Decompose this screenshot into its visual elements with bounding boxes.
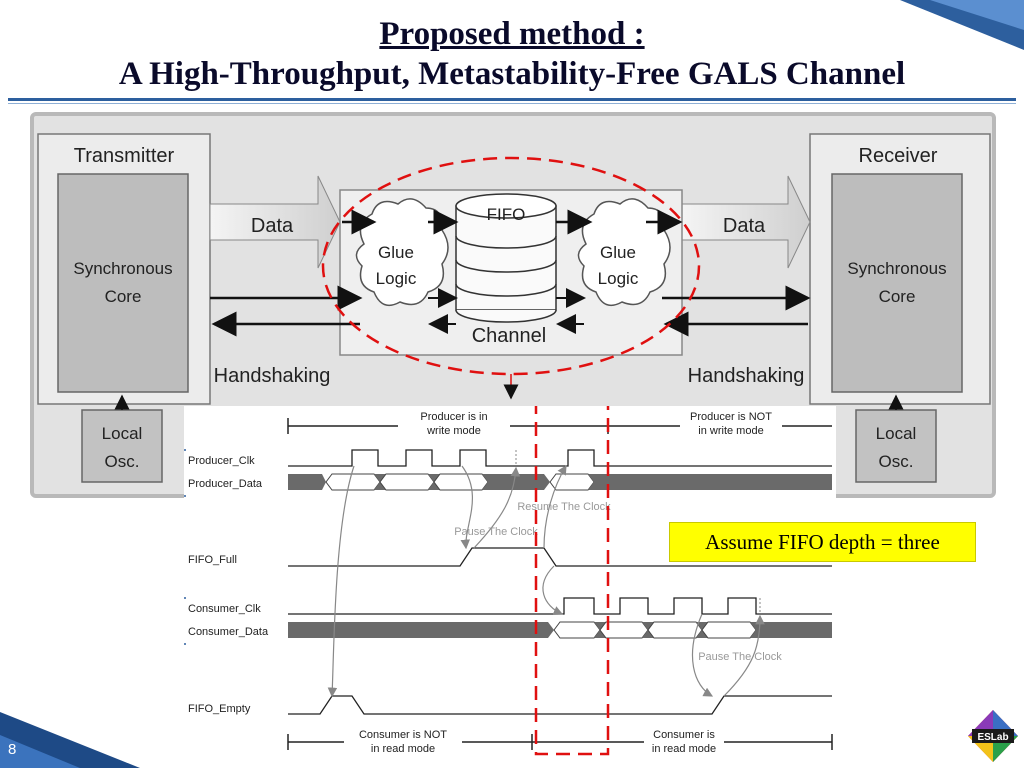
svg-text:in read mode: in read mode	[371, 743, 435, 755]
glue-logic-right: Glue Logic	[577, 198, 671, 307]
fifo-cylinder: FIFO	[455, 193, 557, 323]
svg-text:Synchronous: Synchronous	[73, 259, 172, 278]
svg-text:Osc.: Osc.	[105, 452, 140, 471]
title-divider-thin	[8, 103, 1016, 104]
svg-text:Data: Data	[251, 215, 294, 237]
slide-title: Proposed method : A High-Throughput, Met…	[0, 14, 1024, 94]
receiver-core	[831, 173, 963, 393]
svg-text:Producer is in: Producer is in	[420, 411, 487, 423]
timing-diagram: Producer is in write mode Producer is NO…	[184, 406, 836, 756]
title-line-2: A High-Throughput, Metastability-Free GA…	[118, 56, 906, 92]
svg-text:Local: Local	[876, 424, 917, 443]
signal-fifo-empty: FIFO_Empty	[188, 703, 251, 715]
svg-text:FIFO: FIFO	[487, 205, 526, 224]
svg-text:Consumer is NOT: Consumer is NOT	[359, 729, 447, 741]
signal-fifo-full: FIFO_Full	[188, 554, 237, 566]
transmitter-core	[57, 173, 189, 393]
signal-producer-data: Producer_Data	[188, 478, 263, 490]
signal-consumer-data: Consumer_Data	[188, 626, 269, 638]
svg-text:in write mode: in write mode	[698, 425, 763, 437]
transmitter-title: Transmitter	[74, 145, 175, 167]
svg-text:Channel: Channel	[472, 325, 547, 347]
svg-text:Resume The Clock: Resume The Clock	[517, 501, 611, 513]
receiver-title: Receiver	[859, 145, 938, 167]
right-handshaking-label: Handshaking	[688, 365, 805, 387]
svg-text:Data: Data	[723, 215, 766, 237]
svg-text:Logic: Logic	[376, 269, 417, 288]
signal-consumer-clk: Consumer_Clk	[188, 603, 261, 615]
svg-text:Pause The Clock: Pause The Clock	[698, 651, 782, 663]
svg-text:Producer is NOT: Producer is NOT	[690, 411, 772, 423]
left-handshaking-label: Handshaking	[214, 365, 331, 387]
svg-text:Logic: Logic	[598, 269, 639, 288]
svg-text:Consumer is: Consumer is	[653, 729, 715, 741]
svg-text:Pause The Clock: Pause The Clock	[454, 526, 538, 538]
right-data-arrow	[681, 175, 811, 269]
svg-text:Local: Local	[102, 424, 143, 443]
svg-text:Glue: Glue	[378, 243, 414, 262]
receiver-osc	[855, 409, 937, 483]
svg-text:in read mode: in read mode	[652, 743, 716, 755]
page-number: 8	[8, 741, 17, 758]
fifo-depth-note: Assume FIFO depth = three	[669, 522, 976, 562]
svg-text:Core: Core	[879, 287, 916, 306]
eslab-logo: ESLab	[968, 710, 1018, 762]
title-divider	[8, 98, 1016, 101]
left-data-arrow	[209, 175, 341, 269]
svg-text:ESLab: ESLab	[977, 732, 1008, 743]
svg-text:write mode: write mode	[426, 425, 481, 437]
highlight-ellipse	[321, 156, 701, 376]
gals-block-diagram: Transmitter Synchronous Core Local Osc. …	[30, 112, 996, 498]
svg-text:Synchronous: Synchronous	[847, 259, 946, 278]
title-line-1: Proposed method :	[379, 16, 645, 52]
highlight-rectangle	[534, 406, 610, 756]
svg-text:Glue: Glue	[600, 243, 636, 262]
svg-text:Core: Core	[105, 287, 142, 306]
transmitter-osc	[81, 409, 163, 483]
signal-producer-clk: Producer_Clk	[188, 455, 255, 467]
glue-logic-left: Glue Logic	[355, 198, 449, 307]
svg-text:Osc.: Osc.	[879, 452, 914, 471]
